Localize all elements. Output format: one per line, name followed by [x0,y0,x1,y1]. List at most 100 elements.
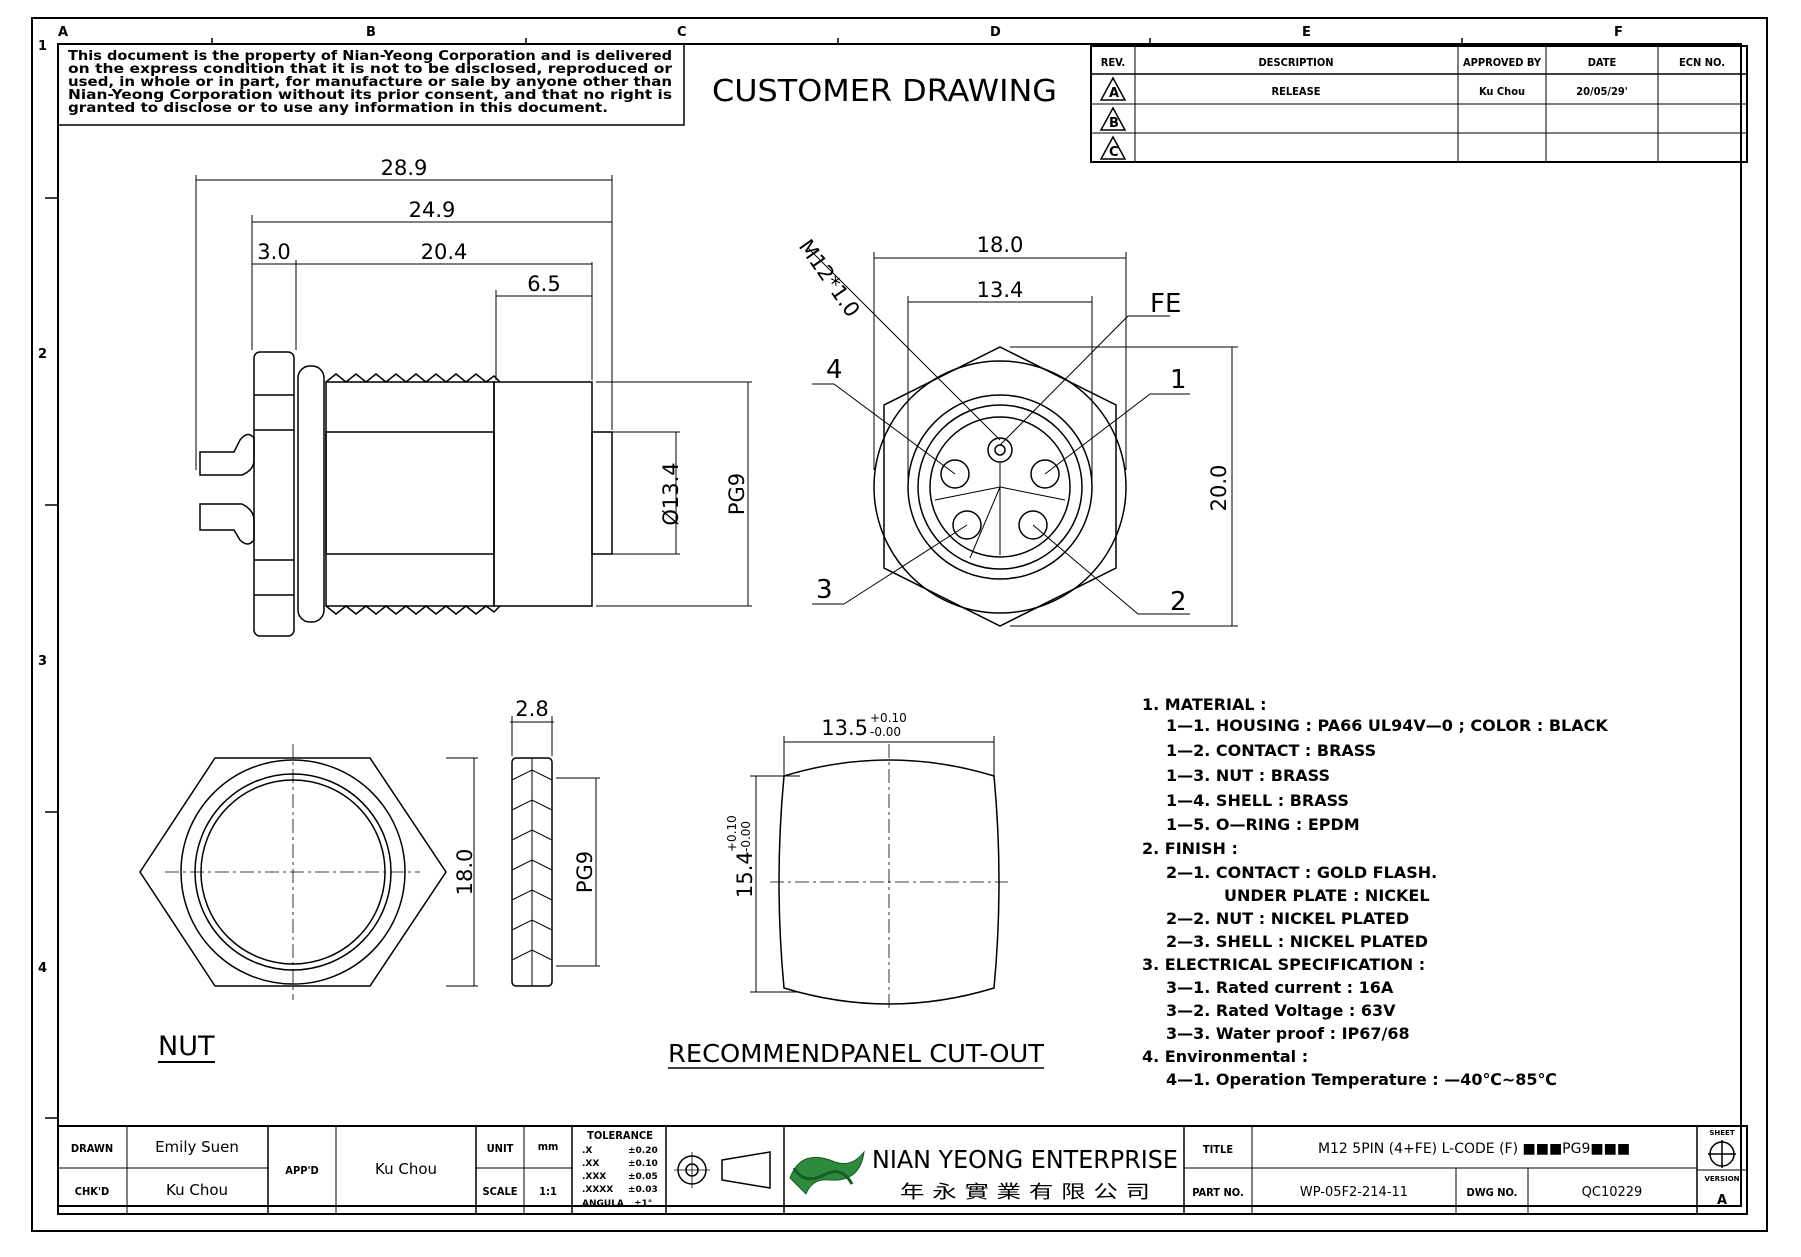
rev-b-label: B [1109,116,1119,131]
front-dimensions [807,247,1238,627]
company-name-block: NIAN YEONG ENTERPRISE 年 永 實 業 有 限 公 司 [872,1145,1178,1203]
dim-cutout-width: 13.5 [821,716,868,740]
label-pin-4: 4 [826,355,843,385]
zone-number-2: 2 [38,347,47,362]
tolerance-value: ±1° [634,1199,652,1209]
side-core [325,431,495,555]
tolerance-key: .XXX [582,1172,606,1182]
nut-side-view [511,757,553,987]
front-insert [929,416,1071,558]
nut-front-view [139,744,447,1000]
dim-nut-thickness: 2.8 [515,697,548,721]
notice-line: on the express condition that it is not … [68,62,673,77]
side-thread-body [325,381,495,607]
spec-line: 2. FINISH : [1142,839,1238,858]
spec-line: 1. MATERIAL : [1142,695,1267,714]
title-value: M12 5PIN (4+FE) L-CODE (F) ■■■PG9■■■ [1318,1141,1630,1157]
spec-line: 1—1. HOUSING : PA66 UL94V—0 ; COLOR : BL… [1166,716,1608,735]
zone-letter-b: B [366,25,376,40]
notice-line: granted to disclose or to use any inform… [68,101,608,116]
cutout-labels: 13.5 +0.10 -0.00 15.4 +0.10 -0.00 RECOMM… [668,711,1045,1069]
company-chinese-name: 年 永 實 業 有 限 公 司 [900,1182,1150,1203]
ecn-header: ECN NO. [1679,56,1725,69]
notice-text: This document is the property of Nian-Ye… [68,49,673,116]
description-header: DESCRIPTION [1258,56,1333,69]
spec-line: 4—1. Operation Temperature : —40℃~85℃ [1166,1070,1557,1089]
spec-line: 1—4. SHELL : BRASS [1166,791,1349,810]
appd-label: APP'D [285,1164,318,1177]
nut-outer-circle [180,759,406,985]
nut-hex [139,757,447,987]
front-ring [907,394,1093,580]
notice-line: used, in whole or in part, for manufactu… [68,75,672,90]
sheet-label: SHEET [1709,1129,1734,1137]
chkd-label: CHK'D [75,1185,109,1198]
title-label: TITLE [1203,1143,1233,1156]
dim-diameter: Ø13.4 [659,462,683,525]
company-name: NIAN YEONG ENTERPRISE [872,1145,1178,1174]
zone-number-4: 4 [38,961,47,976]
specifications: 1. MATERIAL : 1—1. HOUSING : PA66 UL94V—… [1142,695,1608,1089]
spec-line: 3—3. Water proof : IP67/68 [1166,1024,1410,1043]
side-view [199,351,613,637]
company-logo [789,1150,865,1195]
drawn-value: Emily Suen [155,1138,239,1156]
tolerance-value: ±0.20 [628,1146,658,1156]
zone-letters: A B C D E F 1 2 3 4 [38,25,1623,976]
front-pin-2 [1018,510,1048,540]
zone-number-1: 1 [38,39,47,54]
dim-front-height: 20.0 [1207,465,1231,512]
dim-cutout-width-tol-upper: +0.10 [870,711,907,725]
inner-border [57,43,1742,1207]
side-pin-upper [199,433,255,476]
dim-front-width: 18.0 [977,233,1024,257]
date-header: DATE [1588,56,1617,69]
side-dimensions [195,175,752,607]
spec-line: 3—2. Rated Voltage : 63V [1166,1001,1396,1020]
zone-letter-d: D [990,25,1001,40]
tolerance-key: .XX [582,1159,599,1169]
scale-value: 1:1 [539,1185,557,1198]
rev-a-label: A [1109,86,1119,101]
side-shell [493,381,593,607]
rev-header: REV. [1101,56,1125,69]
front-fe-hole [987,437,1013,463]
spec-line: 1—5. O—RING : EPDM [1166,815,1360,834]
nut-title: NUT [158,1031,215,1062]
revision-table [1090,45,1748,163]
dim-cutout-height-tol-upper: +0.10 [725,815,739,852]
scale-label: SCALE [482,1185,517,1198]
front-dimension-labels: 18.0 13.4 20.0 M12*1.0 FE 1 2 3 4 [794,233,1231,617]
label-pin-1: 1 [1170,365,1187,395]
dim-thread-spec: PG9 [725,473,749,515]
spec-line: 4. Environmental : [1142,1047,1308,1066]
cutout-shape [778,759,1000,1005]
front-outer-circle [873,360,1127,614]
revision-table-headers: REV. DESCRIPTION APPROVED BY DATE ECN NO… [1101,56,1725,69]
tolerance-key: .XXXX [582,1185,613,1195]
tolerance-key: ANGULA [582,1199,624,1209]
rev-triangle-c [1099,135,1127,160]
dim-body: 24.9 [409,198,456,222]
spec-line: 3—1. Rated current : 16A [1166,978,1394,997]
nut-labels: 18.0 2.8 PG9 NUT [158,697,597,1063]
front-pin-4 [940,459,970,489]
tolerance-key: .X [582,1146,592,1156]
dim-cutout-width-tol-lower: -0.00 [870,725,901,739]
rev-a-approver: Ku Chou [1479,85,1525,98]
front-pin-1 [1030,459,1060,489]
rev-triangle-b [1099,106,1127,131]
spec-line: 2—1. CONTACT : GOLD FLASH. [1166,863,1437,882]
front-ring-inner [917,404,1083,570]
logo-stroke [792,1167,854,1185]
dim-flange: 3.0 [257,240,290,264]
spec-line: 1—3. NUT : BRASS [1166,766,1330,785]
dim-front-inner: 13.4 [977,278,1024,302]
side-tip [591,431,613,555]
dim-tip: 6.5 [527,272,560,296]
thread-callout: M12*1.0 [794,235,865,321]
dim-cutout-height-tol-lower: -0.00 [739,821,753,852]
cutout-dimensions [750,736,995,993]
front-pin-3 [952,510,982,540]
